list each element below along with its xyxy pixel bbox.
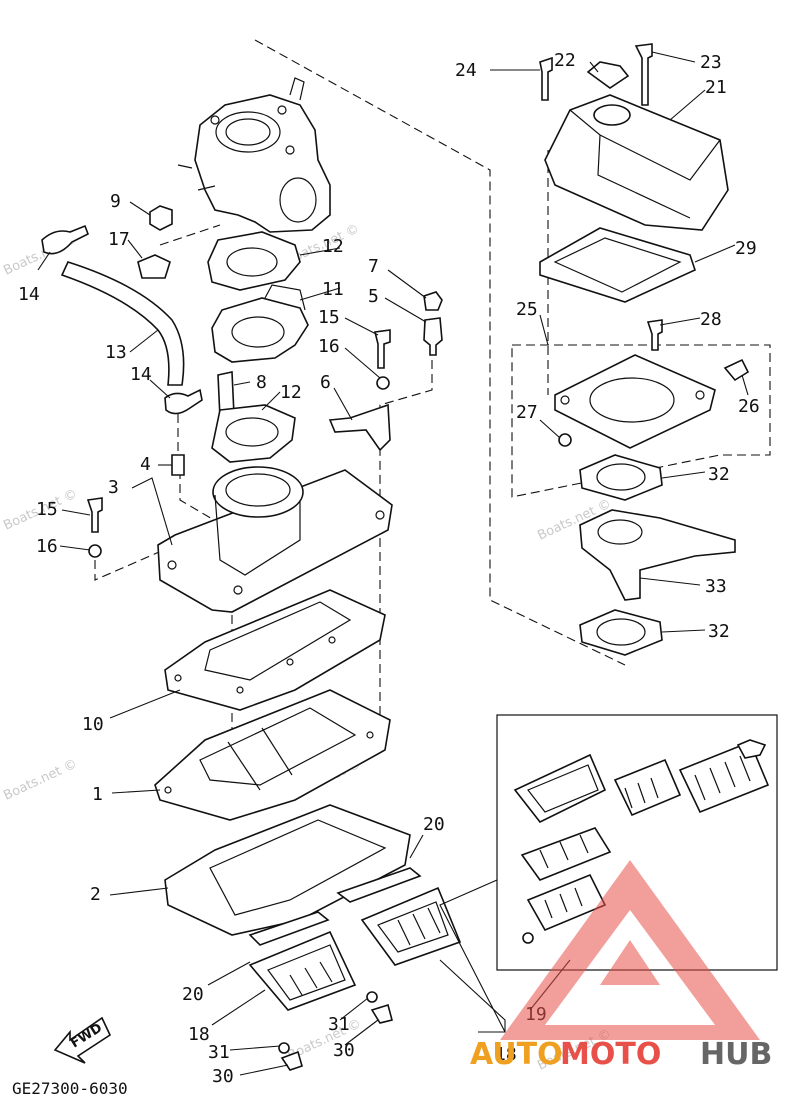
logo-triangle — [500, 860, 760, 1040]
callout-33: 33 — [705, 576, 727, 597]
callout-26: 26 — [738, 396, 760, 417]
reed-valve-housing — [154, 689, 391, 821]
reed-block-gaskets — [248, 867, 422, 946]
callout-16-upper: 16 — [318, 336, 340, 357]
callout-30-left: 30 — [212, 1066, 234, 1087]
screws-and-washers — [278, 991, 393, 1071]
callout-27: 27 — [516, 402, 538, 423]
gasket-upper — [207, 231, 301, 291]
callout-1: 1 — [92, 784, 103, 805]
callout-31-left: 31 — [208, 1042, 230, 1063]
callout-23: 23 — [700, 52, 722, 73]
mounting-plate — [211, 284, 309, 363]
callouts: 24 22 23 21 9 17 12 7 14 11 5 15 13 16 1… — [18, 50, 760, 1087]
callout-17: 17 — [108, 229, 130, 250]
callout-25: 25 — [516, 299, 538, 320]
callout-2: 2 — [90, 884, 101, 905]
logo-text-moto: MOTO — [560, 1037, 661, 1072]
callout-32-lower: 32 — [708, 621, 730, 642]
airbox-assembly — [539, 43, 750, 656]
callout-22: 22 — [554, 50, 576, 71]
callout-24: 24 — [455, 60, 477, 81]
callout-8: 8 — [256, 372, 267, 393]
callout-30-right: 30 — [333, 1040, 355, 1061]
callout-14-upper: 14 — [18, 284, 40, 305]
callout-9: 9 — [110, 191, 121, 212]
nut-and-bracket — [137, 205, 173, 279]
callout-32-upper: 32 — [708, 464, 730, 485]
watermark: Boats.net © — [1, 757, 79, 804]
small-hardware — [86, 291, 443, 558]
callout-29: 29 — [735, 238, 757, 259]
callout-13: 13 — [105, 342, 127, 363]
reed-valve-detail-inset — [496, 714, 778, 971]
callout-20-right: 20 — [423, 814, 445, 835]
callout-12-upper: 12 — [322, 236, 344, 257]
callout-12-lower: 12 — [280, 382, 302, 403]
callout-15-upper: 15 — [318, 307, 340, 328]
callout-18-right: 18 — [495, 1044, 517, 1065]
callout-10: 10 — [82, 714, 104, 735]
callout-15-lower: 15 — [36, 499, 58, 520]
carburetor — [177, 77, 331, 233]
leader-lines — [37, 51, 749, 1076]
intake-manifold — [157, 466, 393, 613]
callout-6: 6 — [320, 372, 331, 393]
fuel-hose — [41, 224, 203, 415]
manifold-gasket — [164, 589, 386, 711]
logo-text-hub: HUB — [700, 1037, 772, 1072]
diagram-code: GE27300-6030 — [12, 1079, 128, 1098]
logo-text-auto: AUTO — [470, 1037, 563, 1072]
callout-31-right: 31 — [328, 1014, 350, 1035]
callout-11: 11 — [322, 279, 344, 300]
reed-valve-assemblies — [248, 886, 462, 1011]
callout-28: 28 — [700, 309, 722, 330]
callout-3: 3 — [108, 477, 119, 498]
forward-direction-arrow: FWD — [53, 1016, 112, 1064]
callout-14-lower: 14 — [130, 364, 152, 385]
reed-gasket — [164, 804, 411, 936]
automotohub-logo: AUTO MOTO HUB — [470, 860, 772, 1072]
callout-18-left: 18 — [188, 1024, 210, 1045]
callout-21: 21 — [705, 77, 727, 98]
callout-4: 4 — [140, 454, 151, 475]
callout-7: 7 — [368, 256, 379, 277]
callout-20-left: 20 — [182, 984, 204, 1005]
callout-16-lower: 16 — [36, 536, 58, 557]
callout-5: 5 — [368, 286, 379, 307]
